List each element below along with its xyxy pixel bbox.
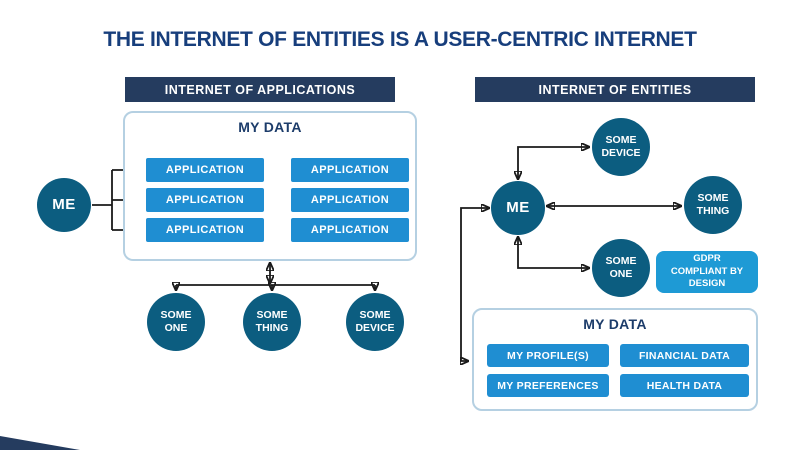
someone-circle-right: SOME ONE [592,239,650,297]
health-data-box: HEALTH DATA [620,374,749,397]
application-box: APPLICATION [146,158,264,182]
application-box: APPLICATION [146,188,264,212]
someone-circle-left: SOME ONE [147,293,205,351]
application-box: APPLICATION [146,218,264,242]
something-circle-right: SOME THING [684,176,742,234]
application-box: APPLICATION [291,188,409,212]
application-box: APPLICATION [291,158,409,182]
financial-data-box: FINANCIAL DATA [620,344,749,367]
my-profiles-box: MY PROFILE(S) [487,344,609,367]
somedevice-circle-left: SOME DEVICE [346,293,404,351]
left-panel-header: INTERNET OF APPLICATIONS [125,77,395,102]
gdpr-compliant-badge: GDPR COMPLIANT BY DESIGN [656,251,758,293]
my-preferences-box: MY PREFERENCES [487,374,609,397]
somedevice-circle-right: SOME DEVICE [592,118,650,176]
something-circle-left: SOME THING [243,293,301,351]
left-my-data-title: MY DATA [238,119,302,135]
me-circle-left: ME [37,178,91,232]
right-my-data-title: MY DATA [583,316,647,332]
application-box: APPLICATION [291,218,409,242]
me-circle-right: ME [491,181,545,235]
right-panel-header: INTERNET OF ENTITIES [475,77,755,102]
page-title: THE INTERNET OF ENTITIES IS A USER-CENTR… [103,28,697,51]
corner-decoration [0,436,80,450]
